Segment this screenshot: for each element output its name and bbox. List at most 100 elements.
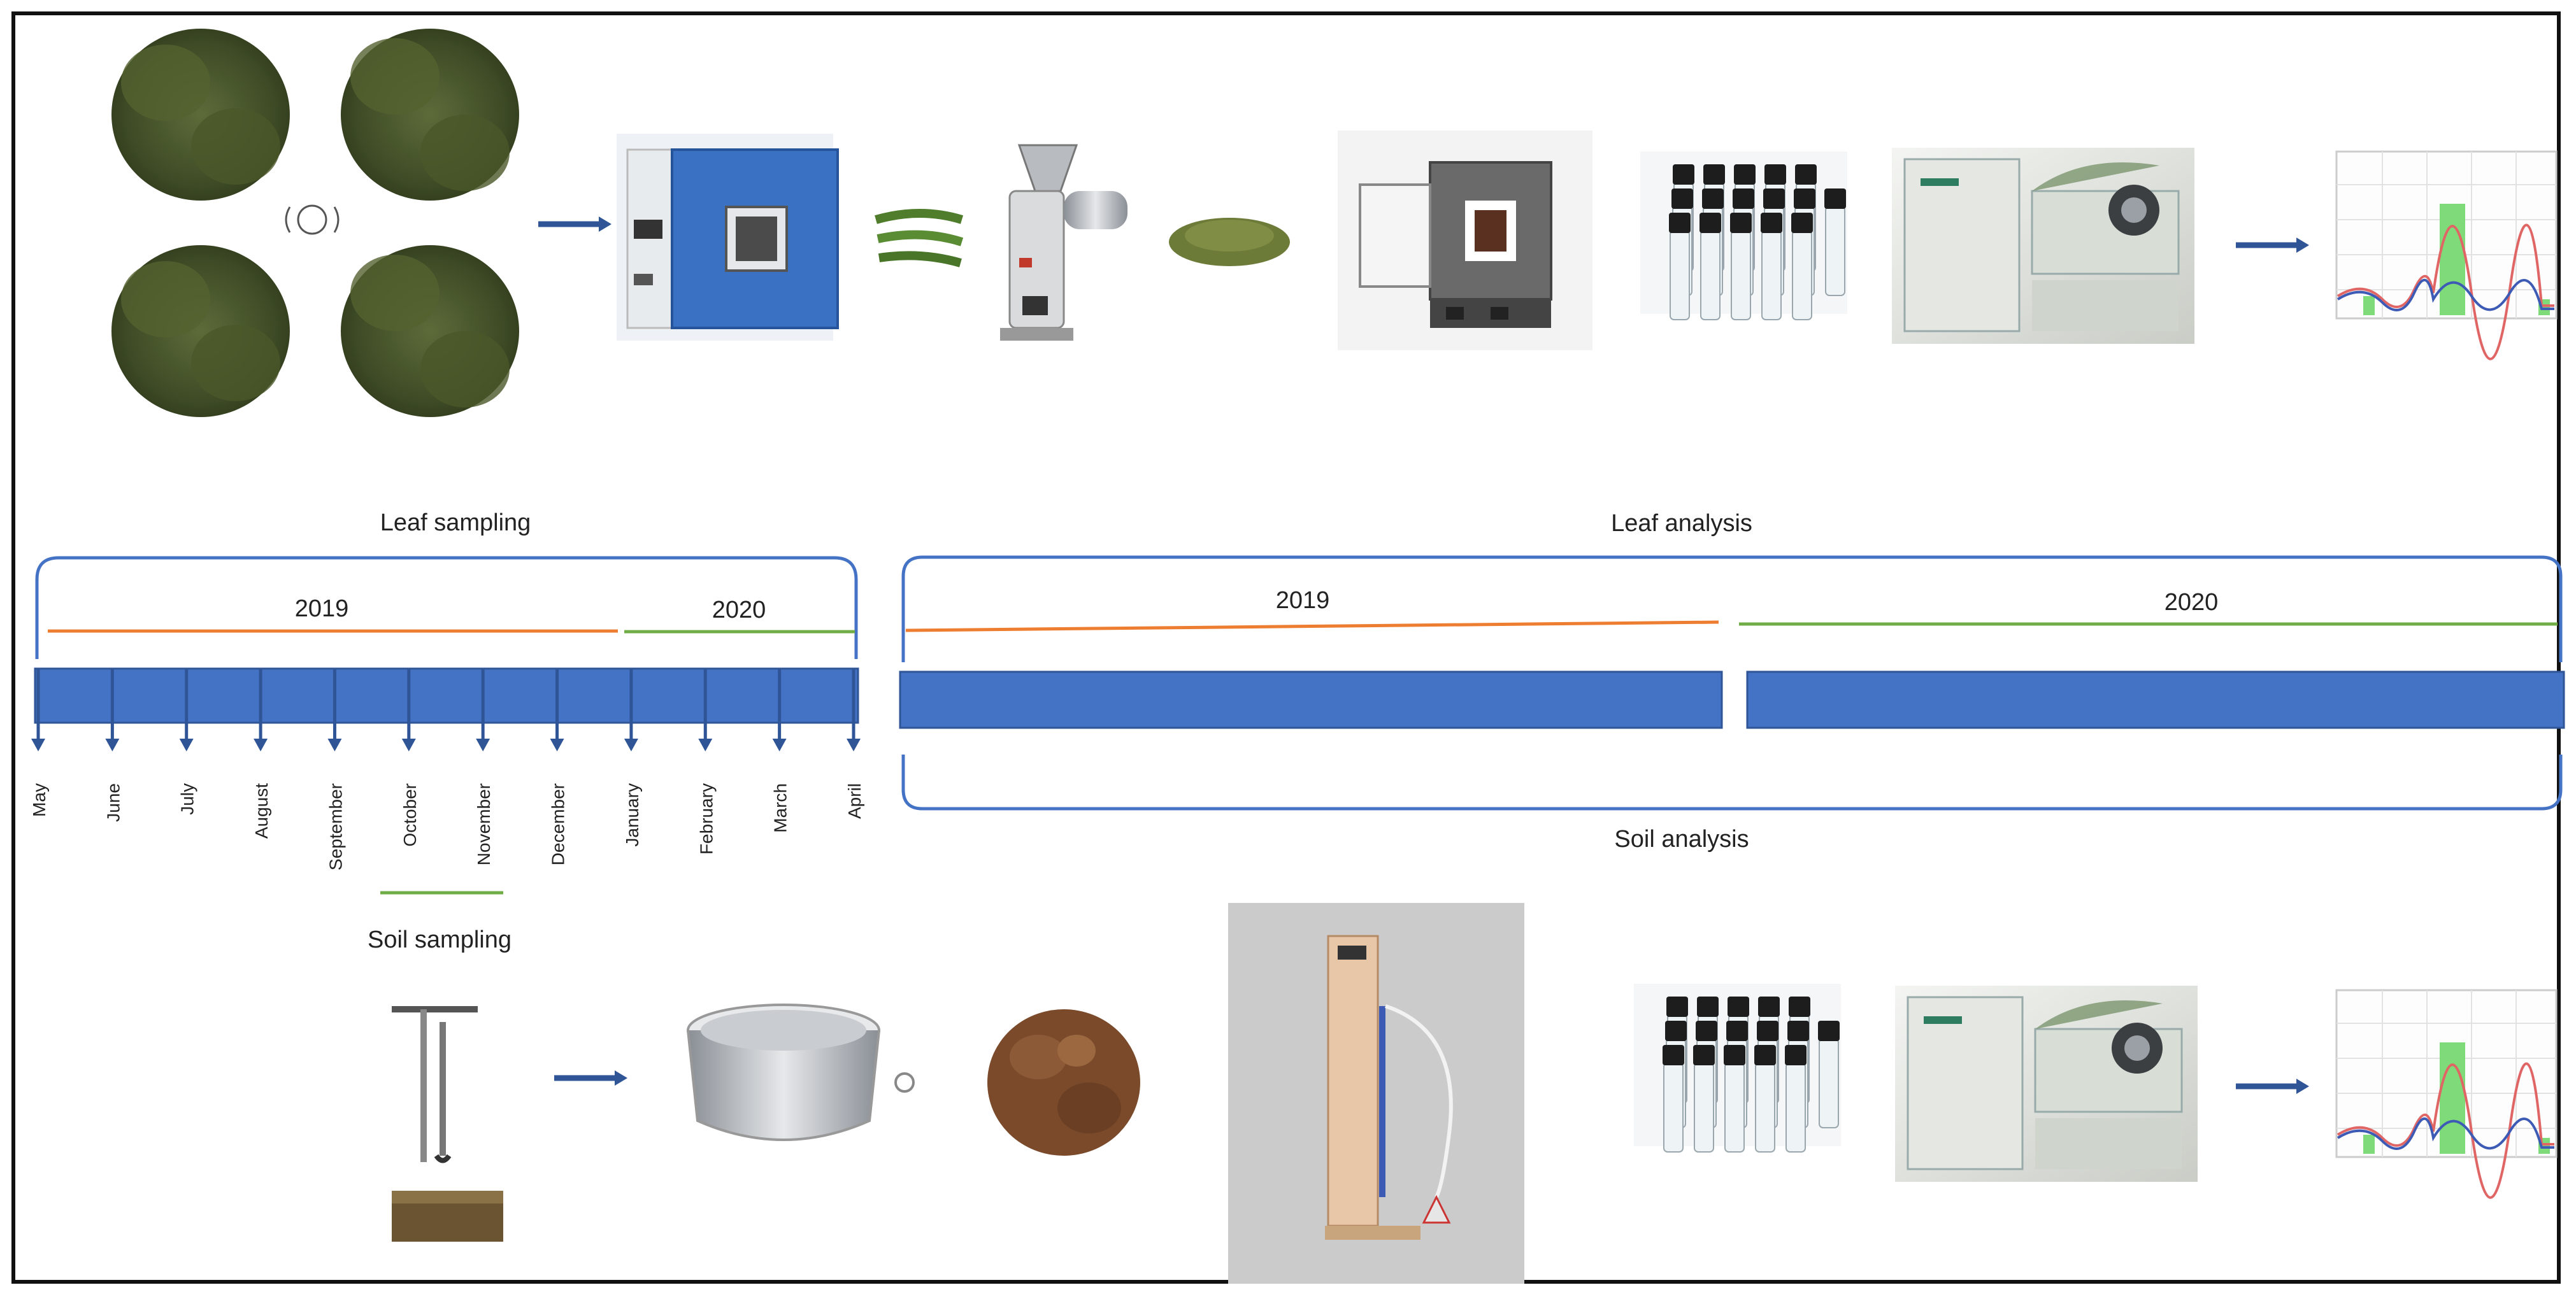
grinder-image bbox=[1000, 144, 1127, 341]
soil-analysis-label: Soil analysis bbox=[1614, 826, 1749, 853]
sieve-image bbox=[687, 1004, 915, 1141]
vial-cap bbox=[1663, 1045, 1684, 1065]
tick-arrow-icon bbox=[31, 739, 45, 751]
sampling-year-2020-label: 2020 bbox=[712, 597, 766, 623]
vial-cap bbox=[1693, 1045, 1715, 1065]
sampling-bracket bbox=[35, 556, 858, 659]
vial-cap bbox=[1795, 164, 1817, 185]
vial-cap bbox=[1761, 213, 1782, 233]
month-label: February bbox=[696, 783, 716, 855]
month-label: September bbox=[326, 783, 345, 870]
arrow-icon bbox=[2236, 238, 2309, 253]
muffle-furnace-image bbox=[1338, 131, 1592, 350]
vial-cap bbox=[1824, 188, 1846, 209]
vial-cap bbox=[1673, 164, 1694, 185]
bush-icon bbox=[111, 245, 290, 417]
vial-cap bbox=[1757, 1021, 1778, 1041]
vial-body bbox=[1785, 1062, 1806, 1153]
vial-body bbox=[1694, 1062, 1714, 1153]
arrow-icon bbox=[554, 1070, 627, 1086]
vial-body bbox=[1724, 1062, 1745, 1153]
vial-cap bbox=[1724, 1045, 1745, 1065]
vial-cap bbox=[1733, 188, 1754, 209]
tick-arrow-icon bbox=[105, 739, 120, 751]
month-label: May bbox=[29, 783, 49, 817]
analysis-year-2020-label: 2020 bbox=[2165, 589, 2219, 616]
tick-arrow-icon bbox=[698, 739, 713, 751]
tick-arrow-icon bbox=[847, 739, 861, 751]
vial-cap bbox=[1791, 213, 1813, 233]
vial-cap bbox=[1666, 997, 1688, 1017]
month-label: March bbox=[771, 783, 791, 833]
month-label: June bbox=[103, 783, 123, 822]
month-label: January bbox=[622, 783, 642, 847]
analysis-bottom-bracket bbox=[901, 755, 2563, 811]
arrow-icon bbox=[2236, 1079, 2309, 1094]
vial-cap bbox=[1730, 213, 1752, 233]
vial-rack bbox=[1669, 164, 1846, 320]
month-label: April bbox=[845, 783, 864, 819]
icp-instrument-image bbox=[1895, 986, 2198, 1182]
soil-sampling-label: Soil sampling bbox=[368, 926, 512, 953]
permeameter-image bbox=[1228, 903, 1524, 1284]
sampling-symbol-icon bbox=[271, 194, 354, 245]
tick-arrow-icon bbox=[624, 739, 638, 751]
soil-sample-image bbox=[987, 1009, 1140, 1156]
spectrum-plot-image bbox=[2335, 150, 2558, 360]
vial-cap bbox=[1754, 1045, 1776, 1065]
leaf-powder-image bbox=[1169, 218, 1290, 266]
vial-cap bbox=[1787, 1021, 1809, 1041]
vial-cap bbox=[1702, 188, 1724, 209]
vial-cap bbox=[1696, 1021, 1717, 1041]
vial-cap bbox=[1764, 164, 1786, 185]
vial-cap bbox=[1818, 1021, 1840, 1041]
sampling-year-2019-label: 2019 bbox=[295, 595, 349, 622]
vial-cap bbox=[1785, 1045, 1807, 1065]
vial-body bbox=[1761, 230, 1782, 320]
vial-body bbox=[1755, 1062, 1775, 1153]
month-label: July bbox=[178, 783, 197, 815]
vial-cap bbox=[1734, 164, 1756, 185]
month-label: October bbox=[400, 783, 420, 847]
arrow-icon bbox=[538, 216, 612, 232]
vial-cap bbox=[1699, 213, 1721, 233]
tick-arrow-icon bbox=[550, 739, 564, 751]
tick-arrow-icon bbox=[179, 739, 194, 751]
drying-oven-image bbox=[617, 134, 839, 341]
vial-cap bbox=[1763, 188, 1785, 209]
analysis-top-bracket bbox=[901, 555, 2563, 662]
leaf-sampling-label: Leaf sampling bbox=[380, 509, 531, 536]
vial-body bbox=[1670, 230, 1690, 320]
tick-arrow-icon bbox=[327, 739, 342, 751]
bush-icon bbox=[341, 29, 519, 201]
vial-cap bbox=[1726, 1021, 1748, 1041]
analysis-year-2019-label: 2019 bbox=[1276, 587, 1330, 614]
leaf-analysis-label: Leaf analysis bbox=[1611, 510, 1752, 537]
vial-cap bbox=[1697, 997, 1719, 1017]
sample-vials-image bbox=[1634, 984, 1841, 1153]
vial-body bbox=[1700, 230, 1721, 320]
vial-cap bbox=[1794, 188, 1815, 209]
vial-cap bbox=[1665, 1021, 1687, 1041]
analysis-bar-2020 bbox=[1746, 671, 2565, 729]
tick-arrow-icon bbox=[476, 739, 490, 751]
bush-icon bbox=[111, 29, 290, 201]
vial-cap bbox=[1671, 188, 1693, 209]
vial-cap bbox=[1728, 997, 1749, 1017]
spectrum-plot-image bbox=[2335, 989, 2558, 1199]
month-label: August bbox=[252, 783, 271, 839]
vial-body bbox=[1819, 1038, 1839, 1128]
vial-body bbox=[1731, 230, 1751, 320]
vial-cap bbox=[1789, 997, 1810, 1017]
month-label: December bbox=[548, 783, 568, 865]
icp-instrument-image bbox=[1892, 148, 2194, 344]
sample-vials-image bbox=[1640, 152, 1847, 320]
tick-arrow-icon bbox=[401, 739, 416, 751]
rosemary-plants-image bbox=[102, 19, 535, 417]
tick-arrow-icon bbox=[772, 739, 787, 751]
vial-body bbox=[1663, 1062, 1684, 1153]
analysis-2019-line bbox=[905, 620, 1719, 632]
vial-cap bbox=[1758, 997, 1780, 1017]
